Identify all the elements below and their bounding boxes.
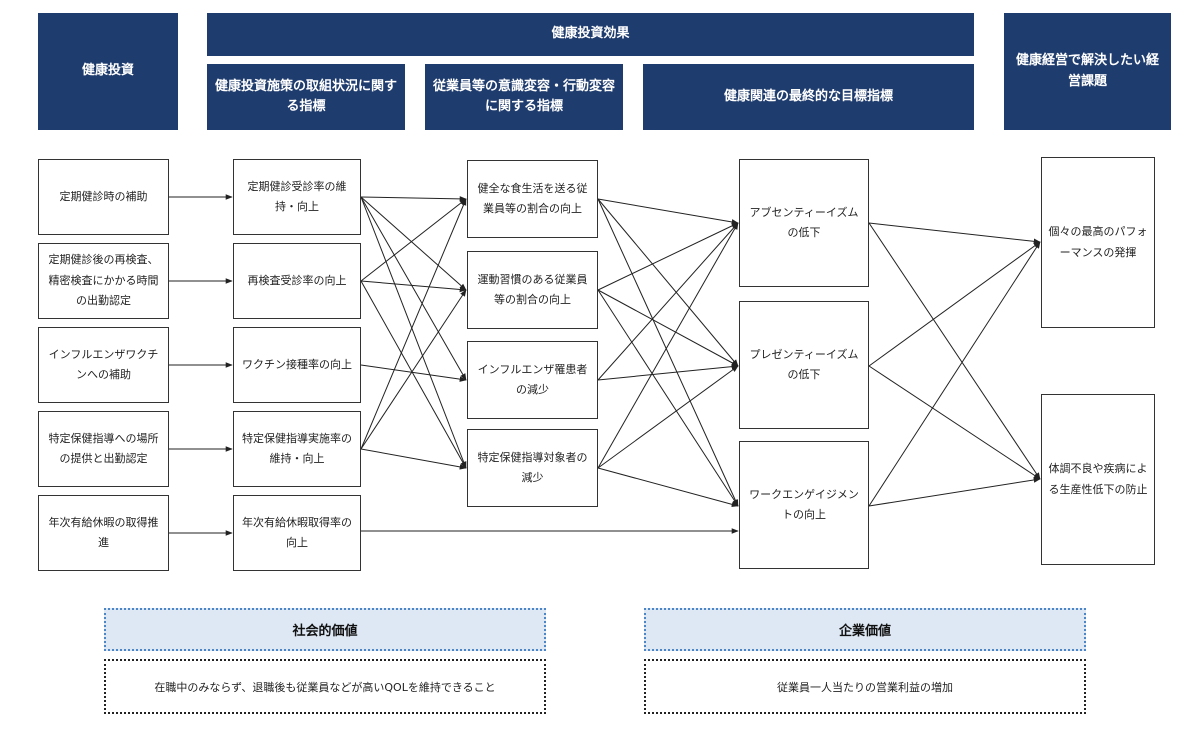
arrow-pol2-aw1 — [360, 198, 467, 282]
final-box-2: プレゼンティーイズムの低下 — [739, 301, 869, 429]
arrow-aw1-fin3 — [597, 198, 739, 507]
awareness-box-3: インフルエンザ罹患者の減少 — [467, 341, 598, 419]
arrow-aw3-fin1 — [597, 222, 739, 381]
final-box-1: アブセンティーイズムの低下 — [739, 159, 869, 287]
arrow-pol4-aw2 — [360, 289, 467, 450]
arrow-fin3-iss2 — [868, 477, 1041, 507]
arrow-fin1-iss1 — [868, 222, 1041, 245]
arrow-aw2-fin1 — [597, 222, 739, 291]
arrow-fin3-iss1 — [868, 241, 1041, 507]
arrow-aw1-fin2 — [597, 198, 739, 367]
investment-box-4: 特定保健指導への場所の提供と出勤認定 — [38, 411, 169, 487]
policy-box-4: 特定保健指導実施率の維持・向上 — [233, 411, 361, 487]
arrow-fin1-iss2 — [868, 222, 1041, 480]
arrow-pol2-aw2 — [360, 280, 467, 293]
arrow-aw2-fin2 — [597, 289, 739, 367]
social-value-title: 社会的価値 — [104, 608, 546, 651]
policy-box-2: 再検査受診率の向上 — [233, 243, 361, 319]
header-issues: 健康経営で解決したい経営課題 — [1004, 13, 1171, 130]
arrow-pol2-aw4 — [360, 280, 467, 469]
corporate-value-title: 企業価値 — [644, 608, 1086, 651]
issue-box-2: 体調不良や疾病による生産性低下の防止 — [1041, 394, 1155, 565]
arrow-fin2-iss2 — [868, 365, 1041, 480]
arrow-pol1-aw3 — [360, 196, 467, 381]
header-effect: 健康投資効果 — [207, 13, 974, 56]
header-policy-indicators: 健康投資施策の取組状況に関する指標 — [207, 64, 405, 130]
arrow-aw4-fin1 — [597, 222, 739, 469]
arrow-aw4-fin3 — [597, 467, 739, 508]
arrow-pol3-aw3 — [360, 364, 467, 382]
arrow-aw1-fin1 — [597, 198, 739, 225]
awareness-box-2: 運動習慣のある従業員等の割合の向上 — [467, 251, 598, 329]
arrow-pol4-aw1 — [360, 198, 467, 450]
arrow-pol1-aw4 — [360, 196, 467, 469]
arrow-aw4-fin2 — [597, 365, 739, 469]
arrow-aw2-fin3 — [597, 289, 739, 507]
awareness-box-4: 特定保健指導対象者の減少 — [467, 429, 598, 507]
social-value-body: 在職中のみならず、退職後も従業員などが高いQOLを維持できること — [104, 659, 546, 714]
investment-box-1: 定期健診時の補助 — [38, 159, 169, 235]
policy-box-3: ワクチン接種率の向上 — [233, 327, 361, 403]
corporate-value-body: 従業員一人当たりの営業利益の増加 — [644, 659, 1086, 714]
arrow-fin2-iss1 — [868, 241, 1041, 367]
policy-box-5: 年次有給休暇取得率の向上 — [233, 495, 361, 571]
arrow-pol1-aw2 — [360, 196, 467, 291]
header-awareness-indicators: 従業員等の意識変容・行動変容に関する指標 — [425, 64, 623, 130]
header-final-indicators: 健康関連の最終的な目標指標 — [643, 64, 974, 130]
policy-box-1: 定期健診受診率の維持・向上 — [233, 159, 361, 235]
investment-box-3: インフルエンザワクチンへの補助 — [38, 327, 169, 403]
issue-box-1: 個々の最高のパフォーマンスの発揮 — [1041, 157, 1155, 328]
arrow-aw3-fin2 — [597, 363, 739, 381]
arrow-pol1-aw1 — [360, 196, 467, 202]
final-box-3: ワークエンゲイジメントの向上 — [739, 441, 869, 569]
investment-box-5: 年次有給休暇の取得推進 — [38, 495, 169, 571]
awareness-box-1: 健全な食生活を送る従業員等の割合の向上 — [467, 160, 598, 238]
arrow-pol4-aw4 — [360, 448, 467, 470]
header-investment: 健康投資 — [38, 13, 178, 130]
investment-box-2: 定期健診後の再検査、精密検査にかかる時間の出勤認定 — [38, 243, 169, 319]
